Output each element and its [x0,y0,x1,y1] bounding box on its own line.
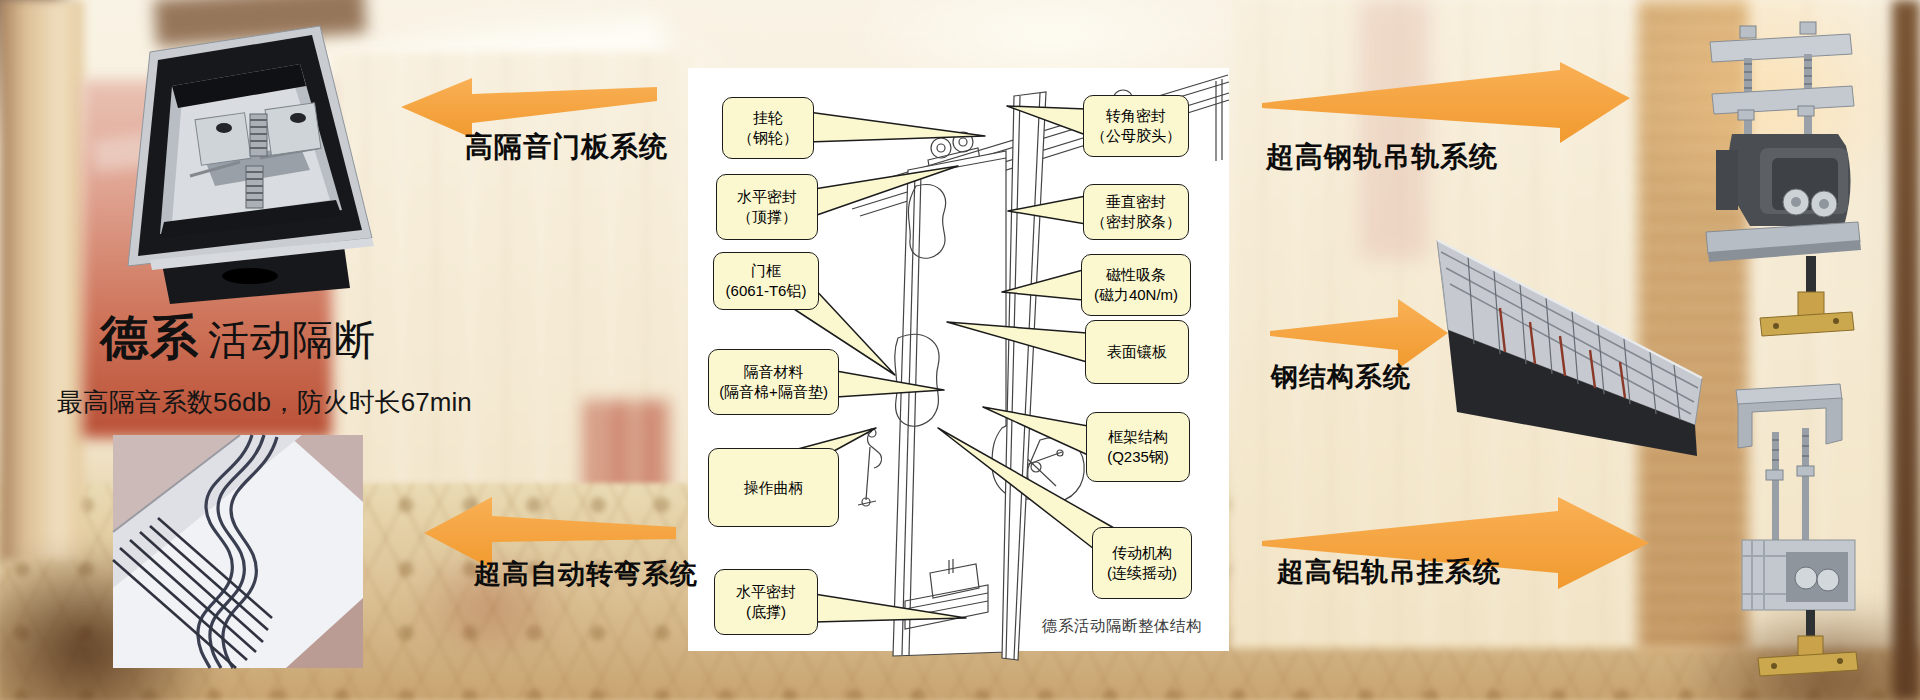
photo-steel-rail-hanger [1706,22,1861,336]
callout-vertical-seal: 垂直密封 （密封胶条） [1083,184,1189,240]
callout-sub: （钢轮） [738,128,798,148]
callout-door-frame: 门框 (6061-T6铝) [713,252,819,310]
callout-horizontal-seal-top: 水平密封 （顶撑） [716,174,818,240]
arrow-steel-rail [1262,62,1630,143]
callout-corner-seal: 转角密封 （公母胶头） [1083,95,1189,157]
callout-sound-insulation: 隔音材料 (隔音棉+隔音垫) [708,349,839,415]
callout-title: 操作曲柄 [744,478,804,498]
callout-sub: （顶撑） [737,207,797,227]
callout-title: 隔音材料 [744,362,804,382]
photo-steel-truss [1437,240,1702,456]
callout-sub: (Q235钢) [1107,447,1169,467]
callout-title: 挂轮 [753,108,783,128]
label-steel-rail-system: 超高钢轨吊轨系统 [1266,138,1498,176]
callout-title: 水平密封 [736,582,796,602]
photo-curved-track [113,435,363,668]
callout-title: 传动机构 [1112,543,1172,563]
callout-drive-mechanism: 传动机构 (连续摇动) [1092,527,1192,599]
label-door-panel-system: 高隔音门板系统 [465,128,668,166]
callout-sub: (底撑) [746,602,786,622]
callout-surface-panel: 表面镶板 [1085,320,1189,384]
callout-sub: (磁力40N/m) [1094,285,1178,305]
diagram-caption: 德系活动隔断整体结构 [1032,616,1212,637]
callout-hanging-wheel: 挂轮 （钢轮） [722,97,814,159]
callout-magnetic-strip: 磁性吸条 (磁力40N/m) [1081,254,1191,316]
callout-sub: (6061-T6铝) [726,281,807,301]
callout-frame-structure: 框架结构 (Q235钢) [1086,412,1190,482]
callout-title: 转角密封 [1106,106,1166,126]
photo-door-panel-mechanism [128,26,374,304]
label-alu-rail-system: 超高铝轨吊挂系统 [1277,554,1501,590]
callout-title: 门框 [751,261,781,281]
callout-sub: (隔音棉+隔音垫) [719,382,828,402]
brand-subtitle: 最高隔音系数56db，防火时长67min [57,385,472,420]
callout-title: 框架结构 [1108,427,1168,447]
callout-title: 表面镶板 [1107,342,1167,362]
callout-sub: （密封胶条） [1091,212,1181,232]
photo-aluminum-rail-hanger [1736,384,1858,676]
callout-sub: （公母胶头） [1091,126,1181,146]
callout-operating-crank: 操作曲柄 [708,448,839,527]
callout-sub: (连续摇动) [1107,563,1177,583]
callout-title: 水平密封 [737,187,797,207]
brand-title-regular: 活动隔断 [208,317,376,363]
callout-horizontal-seal-bottom: 水平密封 (底撑) [714,569,818,635]
brand-title: 德系活动隔断 [100,306,376,370]
label-steel-structure-system: 钢结构系统 [1271,359,1411,395]
label-auto-turn-system: 超高自动转弯系统 [474,556,698,592]
callout-title: 磁性吸条 [1106,265,1166,285]
brand-title-bold: 德系 [100,311,200,364]
callout-title: 垂直密封 [1106,192,1166,212]
